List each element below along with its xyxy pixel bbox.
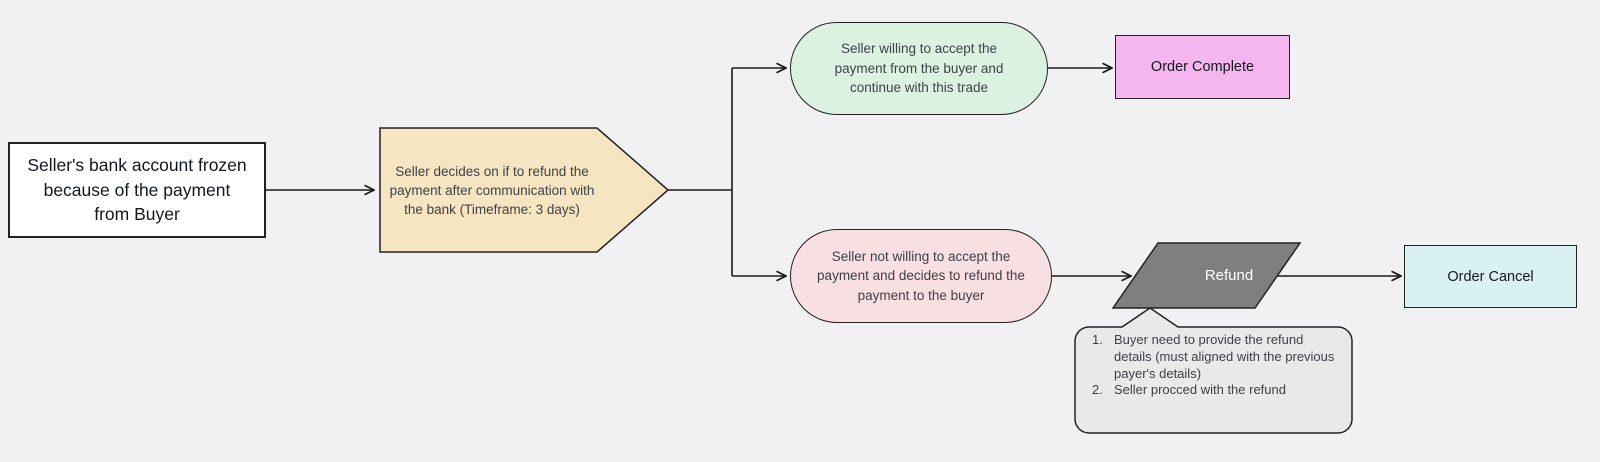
refund-node-shape	[1111, 242, 1302, 309]
order-complete-node: Order Complete	[1115, 35, 1290, 99]
order-complete-label: Order Complete	[1150, 59, 1255, 75]
refund-note-callout-shape	[1074, 307, 1353, 434]
refund-note-item: 1. Buyer need to provide the refund deta…	[1092, 332, 1338, 382]
refund-note-item-text: Buyer need to provide the refund details…	[1114, 332, 1335, 381]
refund-note-item-number: 2.	[1092, 382, 1103, 398]
refund-note-item-number: 1.	[1092, 332, 1103, 347]
decision-node: Seller decides on if to refund the payme…	[384, 128, 600, 252]
accept-branch-label: Seller willing to accept the payment fro…	[834, 41, 1004, 96]
decision-node-shape	[379, 127, 670, 253]
refund-note-item-text: Seller procced with the refund	[1114, 382, 1286, 398]
refund-note-list: 1. Buyer need to provide the refund deta…	[1092, 332, 1338, 399]
reject-branch-label: Seller not willing to accept the payment…	[817, 248, 1025, 303]
refund-node-label: Refund	[1204, 267, 1254, 284]
decision-node-label: Seller decides on if to refund the payme…	[389, 163, 595, 217]
refund-node: Refund	[1158, 243, 1300, 308]
refund-note-item: 2. Seller procced with the refund	[1092, 382, 1338, 399]
reject-branch-node: Seller not willing to accept the payment…	[790, 229, 1052, 323]
start-node: Seller's bank account frozen because of …	[8, 142, 266, 238]
order-cancel-node: Order Cancel	[1404, 245, 1577, 308]
refund-note-callout: 1. Buyer need to provide the refund deta…	[1092, 332, 1338, 428]
order-cancel-label: Order Cancel	[1447, 268, 1534, 285]
start-node-label: Seller's bank account frozen because of …	[27, 155, 247, 225]
accept-branch-node: Seller willing to accept the payment fro…	[790, 22, 1048, 115]
connector-decision-branch	[668, 68, 733, 276]
